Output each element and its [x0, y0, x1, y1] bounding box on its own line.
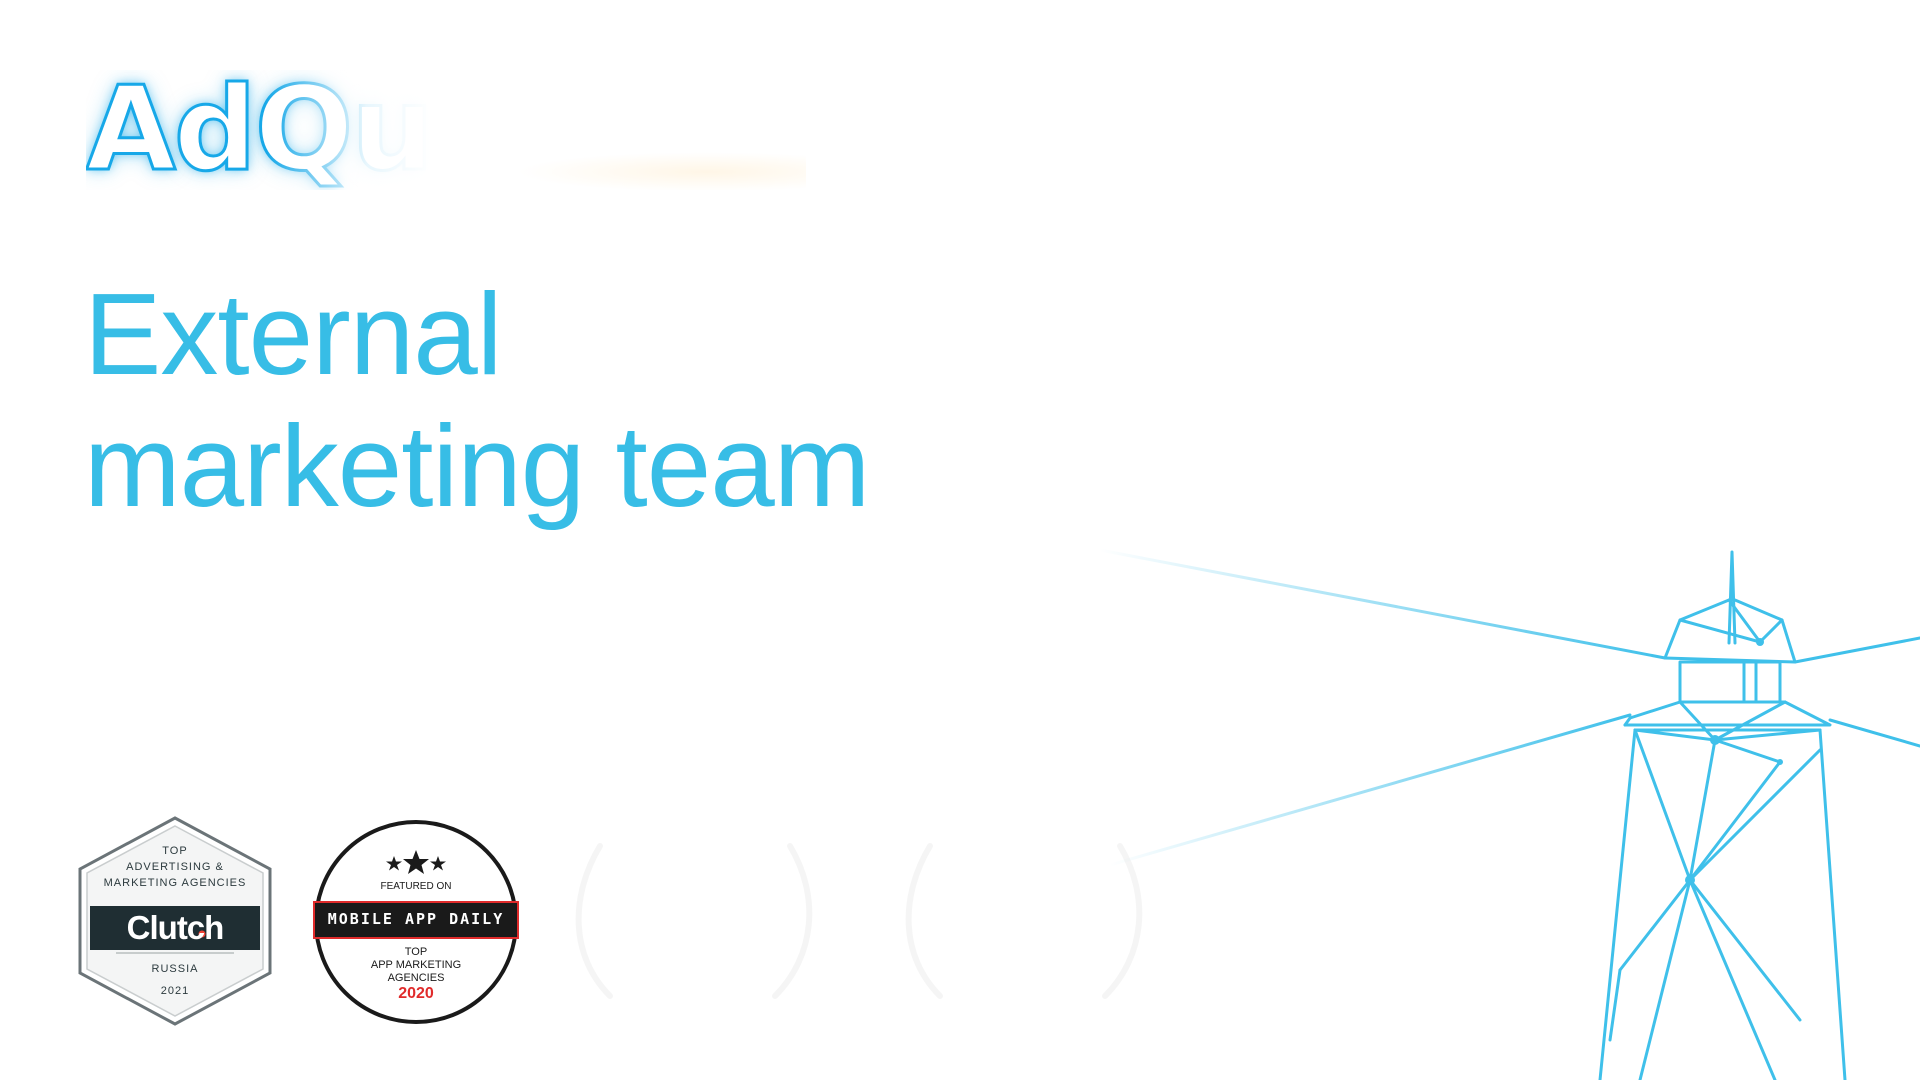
mad-brand-label: MOBILE APP DAILY [327, 910, 505, 928]
mad-category-line-2: AGENCIES [387, 972, 445, 984]
mad-top-label: TOP [404, 946, 428, 958]
light-beam-upper-left [1098, 548, 1667, 660]
clutch-country-label: RUSSIA [151, 963, 199, 975]
clutch-top-label: TOP [162, 845, 188, 857]
page-title-line-2: marketing team [84, 401, 870, 531]
page-title-line-1: External [84, 269, 503, 399]
lighthouse-illustration [1098, 548, 1920, 1080]
laurel-wreath-icon [905, 843, 1143, 999]
clutch-brand-label: Clutch [126, 909, 225, 946]
light-beam-lower-left [1108, 713, 1632, 867]
mad-year-label: 2020 [398, 985, 434, 1002]
logo-fade-overlay [266, 70, 806, 190]
stars-icon [386, 850, 446, 874]
page-title: External marketing team [84, 268, 870, 532]
logo-glow [516, 152, 806, 190]
clutch-year-label: 2021 [160, 985, 190, 997]
brand-logo: AdQuantum [86, 70, 806, 190]
light-beam-lower-right [1828, 718, 1920, 748]
clutch-category-line-2: MARKETING AGENCIES [103, 877, 247, 889]
clutch-award-badge: TOP ADVERTISING & MARKETING AGENCIES Clu… [76, 815, 274, 1027]
mad-featured-label: FEATURED ON [380, 881, 452, 892]
mobile-app-daily-award-badge: FEATURED ON MOBILE APP DAILY TOP APP MAR… [312, 818, 520, 1026]
mad-category-line-1: APP MARKETING [370, 959, 462, 971]
clutch-category-line-1: ADVERTISING & [126, 861, 224, 873]
light-beam-upper-right [1793, 636, 1920, 664]
laurel-wreath-icon [575, 843, 813, 999]
